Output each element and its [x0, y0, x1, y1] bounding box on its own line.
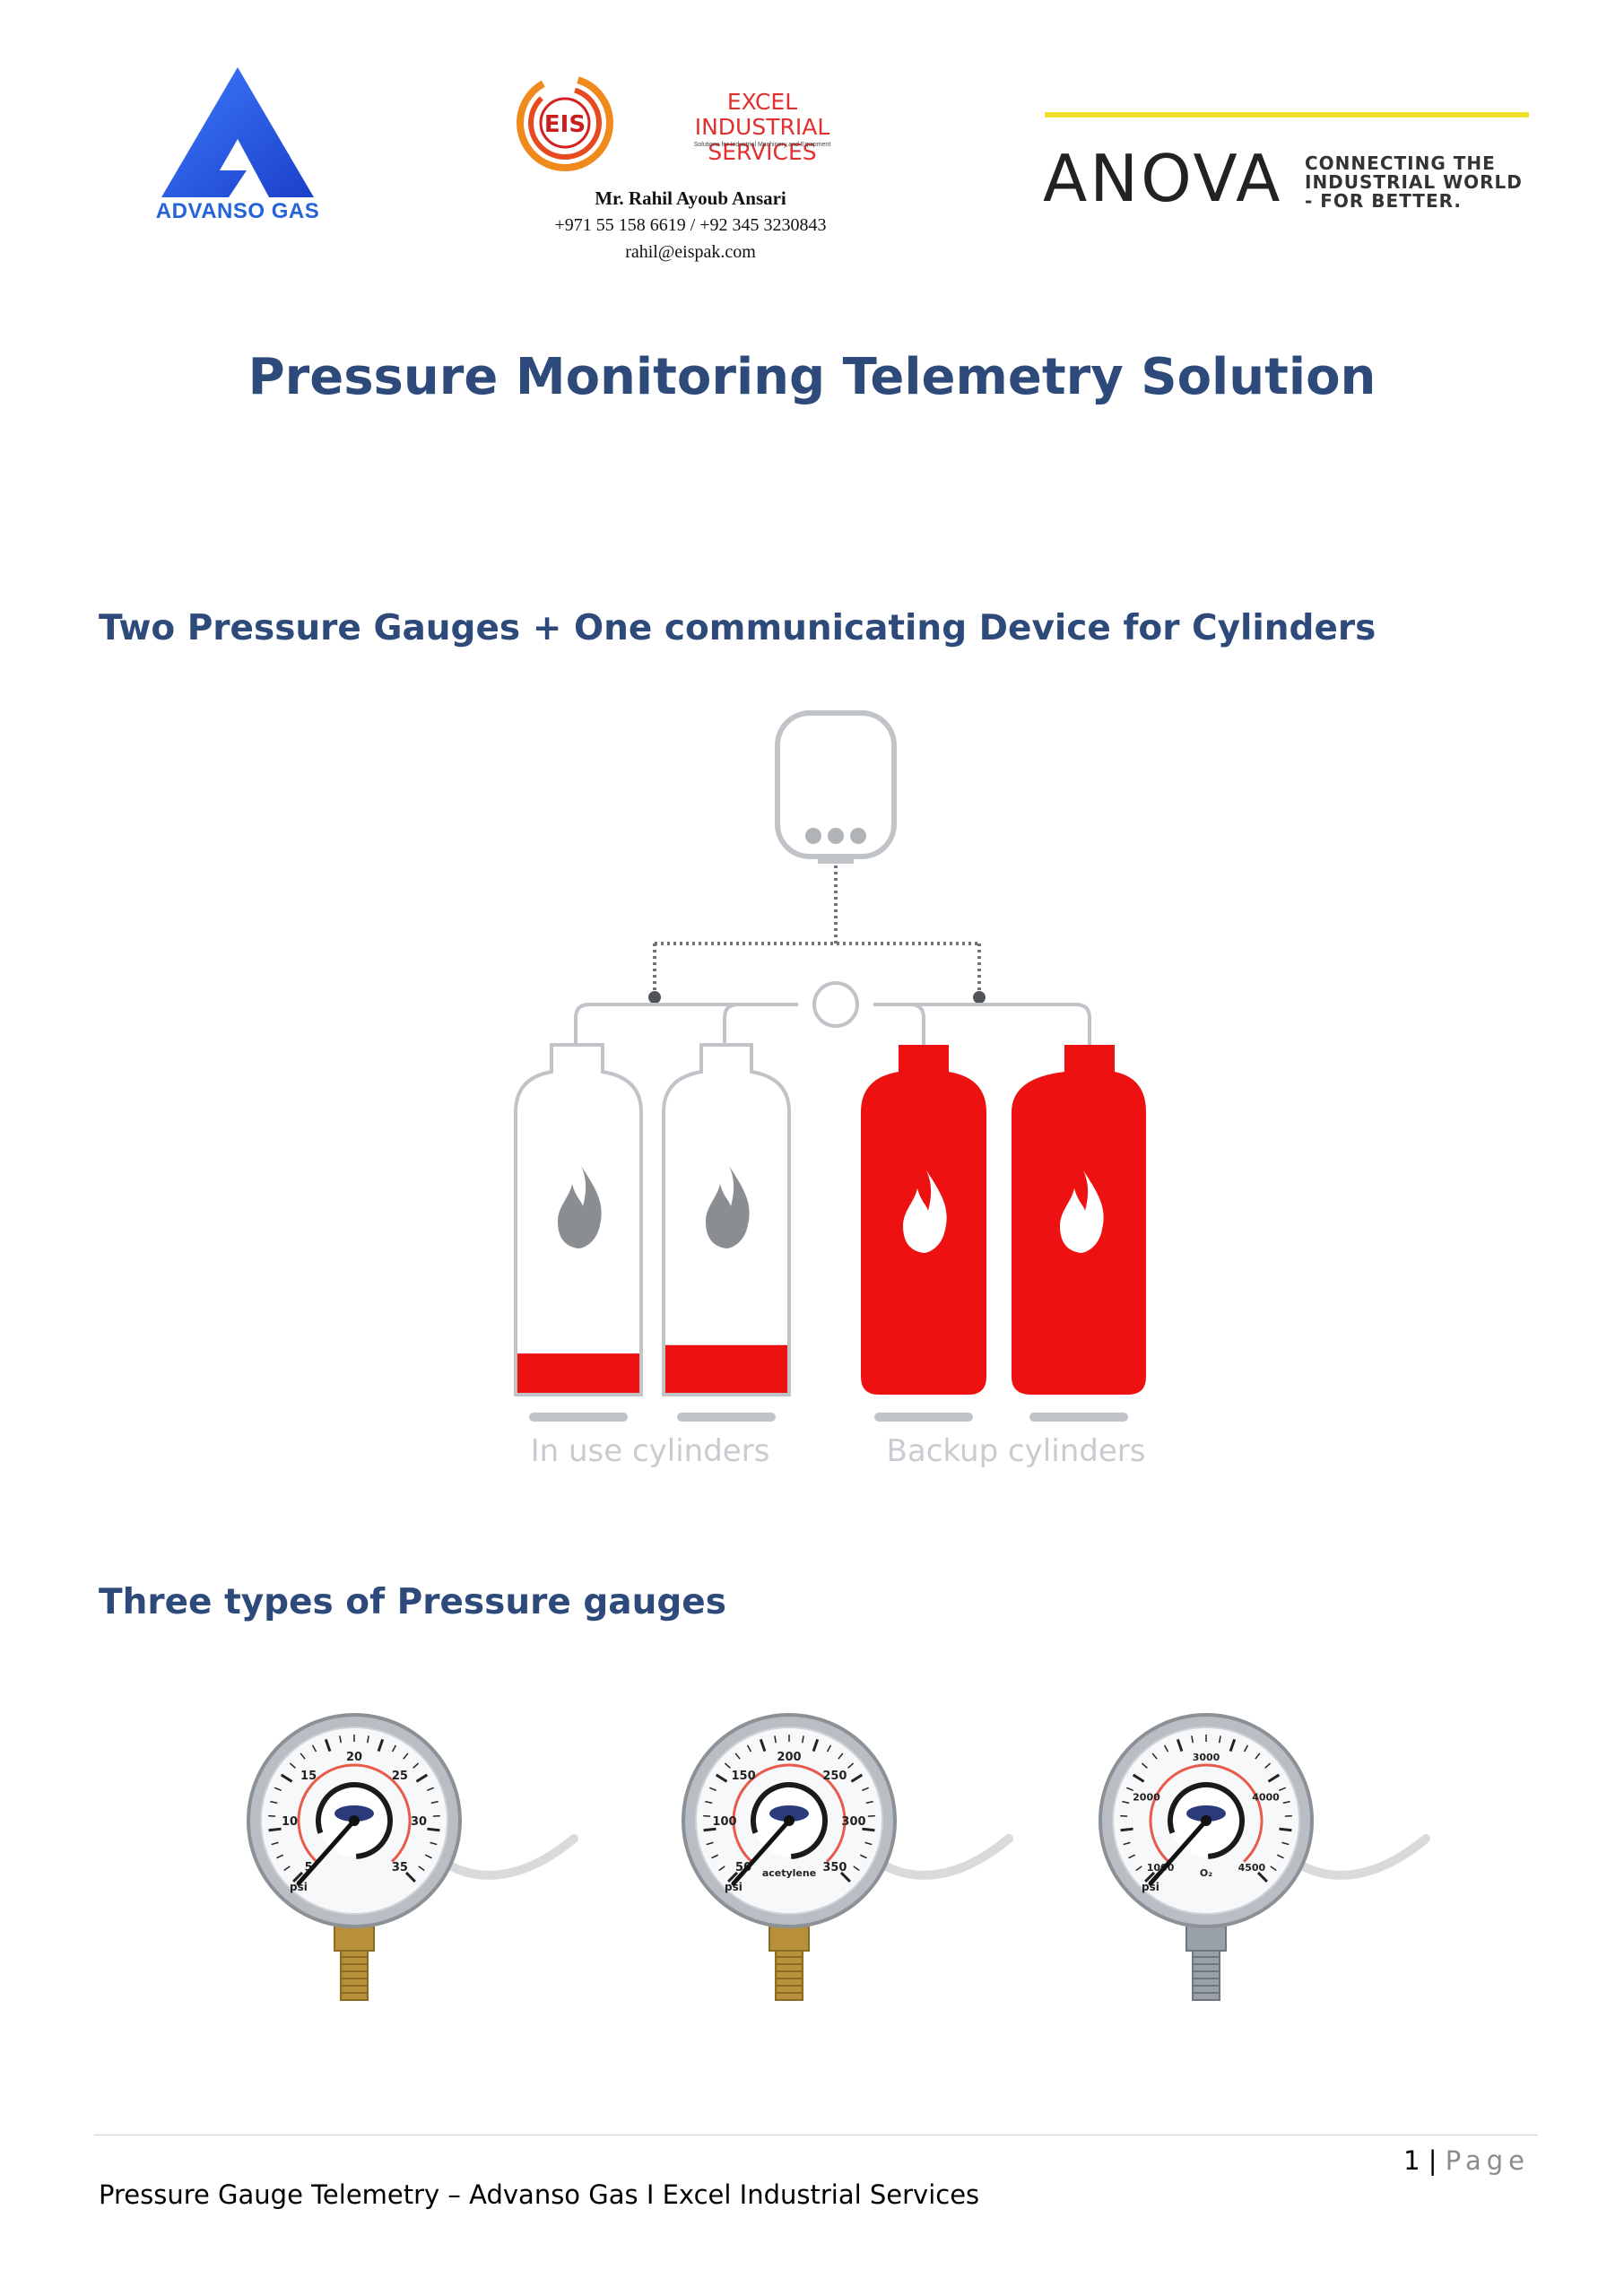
gauge-scale-label: 15 — [300, 1770, 317, 1783]
gauge-scale-label: 300 — [841, 1815, 865, 1829]
gauge-scale-label: 4500 — [1238, 1862, 1266, 1874]
gauge-brand-badge — [1186, 1805, 1226, 1822]
gauge-scale-label: 200 — [777, 1751, 801, 1764]
gauge-needle — [1148, 1818, 1209, 1886]
cylinder-backup-2 — [1012, 1045, 1146, 1422]
gauge-scale-label: 4000 — [1252, 1791, 1280, 1803]
anova-tagline-line: - FOR BETTER. — [1305, 190, 1462, 212]
flame-icon — [903, 1170, 947, 1253]
flame-icon — [558, 1166, 602, 1248]
contact-name: Mr. Rahil Ayoub Ansari — [595, 187, 786, 209]
advanso-gas-logo — [161, 67, 314, 197]
eis-company-name: EXCEL INDUSTRIAL SERVICES — [659, 90, 865, 165]
cylinder-in-use-2 — [662, 1043, 791, 1422]
flame-icon — [1060, 1170, 1104, 1253]
advanso-brand-name: ADVANSO GAS — [155, 199, 320, 223]
gauge-brand-badge — [334, 1805, 374, 1822]
eis-name-line2: SERVICES — [708, 139, 817, 165]
gauge-stem-thread — [1192, 1950, 1220, 2001]
gauge-scale-label: 25 — [392, 1770, 408, 1783]
gauge-scale-label: 20 — [346, 1751, 362, 1764]
anova-logo-wordmark: ANOVA — [1043, 141, 1283, 216]
gauge-gas-label: O₂ — [1200, 1867, 1212, 1879]
gauge-scale-label: 250 — [822, 1770, 847, 1783]
label-in-use-cylinders: In use cylinders — [530, 1433, 770, 1469]
gauge-needle — [296, 1818, 357, 1886]
gauge-gas-label: acetylene — [762, 1867, 816, 1879]
cylinder-in-use-1 — [514, 1043, 643, 1422]
eis-name-line1: EXCEL INDUSTRIAL — [694, 89, 830, 140]
page-word: Page — [1445, 2145, 1530, 2176]
regulator-valve — [812, 981, 859, 1028]
gauge-needle-pivot — [784, 1815, 795, 1826]
anova-tagline-line: CONNECTING THE — [1305, 152, 1496, 174]
contact-email: rahil@eispak.com — [625, 242, 756, 262]
gauge-brand-badge — [769, 1805, 809, 1822]
footer-text: Pressure Gauge Telemetry – Advanso Gas I… — [99, 2179, 980, 2210]
anova-tagline: CONNECTING THE INDUSTRIAL WORLD - FOR BE… — [1305, 154, 1529, 211]
anova-accent-bar — [1045, 112, 1529, 117]
page-title: Pressure Monitoring Telemetry Solution — [248, 348, 1376, 406]
gauge-scale-label: 30 — [411, 1815, 427, 1829]
gauge-stem-thread — [340, 1950, 369, 2001]
page-number-value: 1 — [1403, 2145, 1420, 2176]
signal-lines — [653, 865, 981, 996]
gauge-scale-label: 2000 — [1133, 1791, 1160, 1803]
section-heading-cylinders: Two Pressure Gauges + One communicating … — [99, 608, 1376, 648]
gauge-node-right — [973, 991, 986, 1004]
page-number: 1 | Page — [1403, 2145, 1530, 2176]
cylinder-telemetry-diagram — [514, 710, 1146, 1422]
gauge-scale-label: 10 — [282, 1815, 298, 1829]
gauge-needle — [731, 1818, 792, 1886]
gauge-unit-label: psi — [1142, 1881, 1159, 1893]
gauge-stem-thread — [775, 1950, 803, 2001]
gauge-scale-label: 150 — [732, 1770, 756, 1783]
gauge-scale-label: 350 — [822, 1861, 847, 1874]
gauge-node-left — [648, 991, 661, 1004]
contact-phone: +971 55 158 6619 / +92 345 3230843 — [554, 215, 827, 235]
gauge-scale-label: 35 — [392, 1861, 408, 1874]
gauge-scale-label: 5 — [305, 1861, 313, 1874]
section-heading-gauges: Three types of Pressure gauges — [99, 1582, 726, 1622]
gauge-unit-label: psi — [290, 1881, 308, 1893]
page-number-separator: | — [1428, 2145, 1437, 2176]
eis-mark-text: EIS — [544, 111, 586, 138]
manifold-pipes — [574, 1003, 1091, 1045]
label-backup-cylinders: Backup cylinders — [886, 1433, 1146, 1469]
communicating-device — [775, 710, 897, 864]
gauge-unit-label: psi — [725, 1881, 743, 1893]
cylinder-fill-level — [665, 1344, 787, 1393]
pressure-gauge-1: 5 10 15 20 25 30 35 psi — [247, 1713, 578, 2001]
gauge-needle-pivot — [1201, 1815, 1211, 1826]
flame-icon — [706, 1166, 750, 1248]
eis-logo-mark: EIS — [517, 74, 613, 171]
cylinder-backup-1 — [861, 1045, 986, 1422]
anova-tagline-line: INDUSTRIAL WORLD — [1305, 171, 1523, 193]
gauge-needle-pivot — [349, 1815, 360, 1826]
eis-tagline: Solutions for Industrial Machinery and E… — [693, 142, 831, 148]
gauge-scale-label: 3000 — [1193, 1752, 1220, 1763]
cylinder-fill-level — [517, 1353, 639, 1393]
gauge-scale-label: 100 — [712, 1815, 736, 1829]
